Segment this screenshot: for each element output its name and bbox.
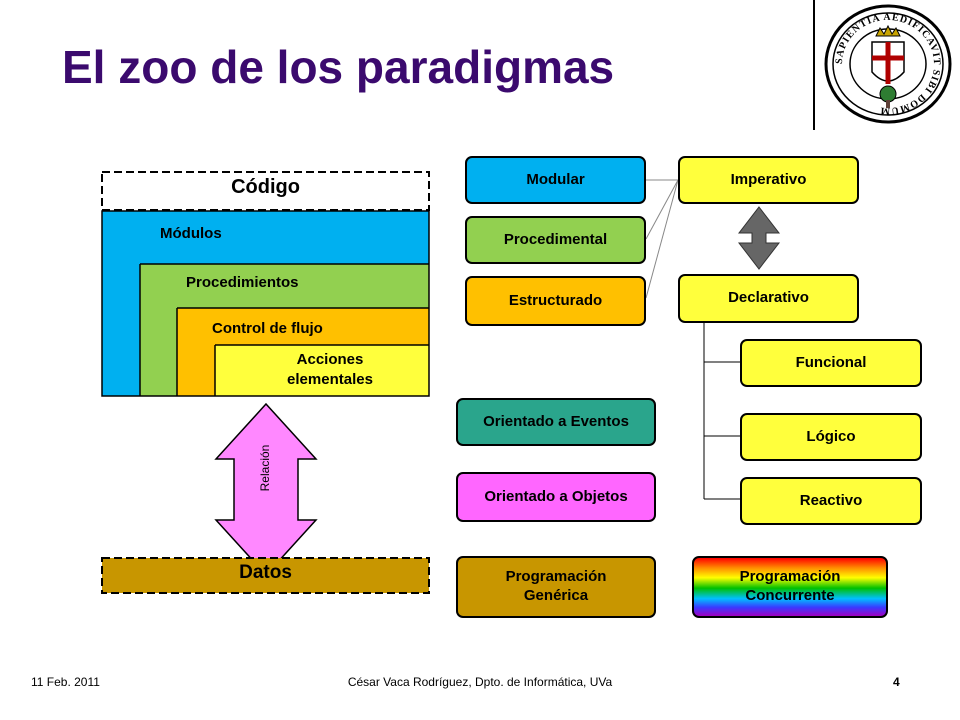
footer-author: César Vaca Rodríguez, Dpto. de Informáti… xyxy=(347,675,613,689)
codigo-box xyxy=(101,171,430,211)
imperativo-box: Imperativo xyxy=(678,156,859,204)
eventos-box: Orientado a Eventos xyxy=(456,398,656,446)
slide-title: El zoo de los paradigmas xyxy=(62,41,615,93)
acciones-label: Acciones elementales xyxy=(287,351,373,388)
funcional-box: Funcional xyxy=(740,339,922,387)
title-divider xyxy=(813,0,815,130)
codigo-label: Código xyxy=(231,176,300,198)
objetos-box: Orientado a Objetos xyxy=(456,472,656,522)
procedimental-box: Procedimental xyxy=(465,216,646,264)
declarativo-box: Declarativo xyxy=(678,274,859,323)
reactivo-box: Reactivo xyxy=(740,477,922,525)
acciones-block xyxy=(215,345,429,396)
estructurado-box: Estructurado xyxy=(465,276,646,326)
datos-label: Datos xyxy=(239,562,292,583)
modular-box: Modular xyxy=(465,156,646,204)
control-flujo-label: Control de flujo xyxy=(212,320,323,337)
generica-box: Programación Genérica xyxy=(456,556,656,618)
concurrente-box: Programación Concurrente xyxy=(692,556,888,618)
page-number: 4 xyxy=(893,675,900,689)
footer-date: 11 Feb. 2011 xyxy=(31,675,100,689)
modulos-label: Módulos xyxy=(160,225,222,242)
datos-box xyxy=(101,557,430,594)
logico-box: Lógico xyxy=(740,413,922,461)
procedimientos-label: Procedimientos xyxy=(186,274,299,291)
university-seal-icon: SAPIENTIA AEDIFICAVIT SIBI DOMUM xyxy=(824,4,952,124)
relacion-label: Relación xyxy=(258,444,272,492)
imperativo-declarativo-arrow xyxy=(737,206,781,270)
